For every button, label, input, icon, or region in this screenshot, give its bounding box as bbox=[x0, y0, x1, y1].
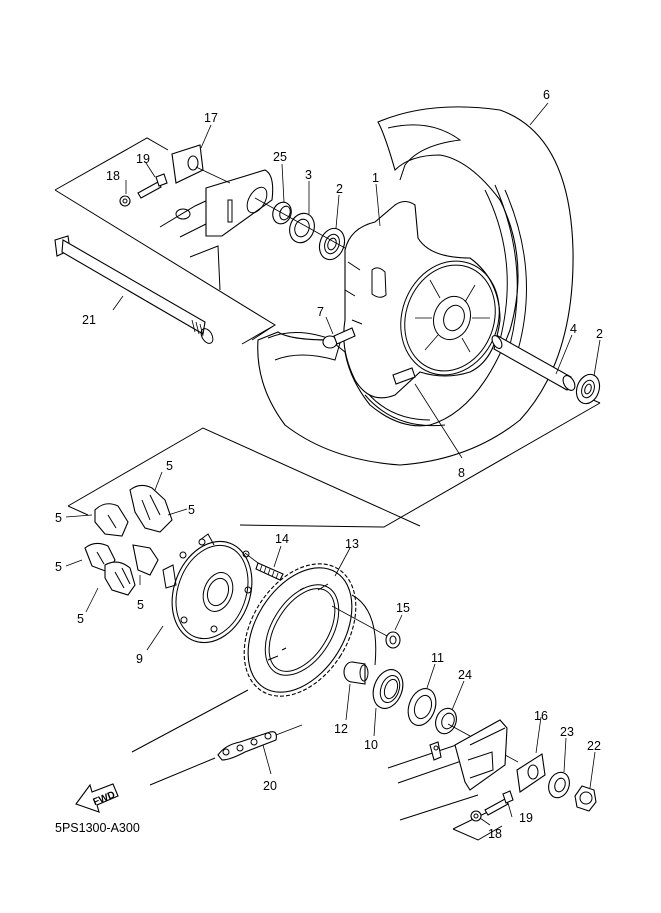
part-7-valve bbox=[322, 327, 356, 349]
part-22-axle-nut bbox=[574, 785, 597, 812]
part-2-bearing-right bbox=[575, 373, 601, 405]
part-6-tire bbox=[257, 106, 574, 466]
part-23-washer bbox=[548, 771, 570, 799]
callout-20: 20 bbox=[263, 779, 277, 793]
part-20-drive-chain bbox=[131, 689, 303, 786]
callout-5f: 5 bbox=[77, 612, 84, 626]
part-16-adjust-block bbox=[516, 753, 546, 793]
callout-1: 1 bbox=[372, 171, 379, 185]
callout-9: 9 bbox=[136, 652, 143, 666]
part-19-bolt-upper bbox=[137, 173, 168, 199]
part-2-bearing-upper bbox=[318, 227, 346, 261]
part-13-sprocket bbox=[243, 563, 357, 697]
callout-15: 15 bbox=[396, 601, 410, 615]
callout-11: 11 bbox=[431, 651, 444, 665]
assembly-guide-arc bbox=[351, 594, 377, 666]
callout-labels: 1 2 2 3 4 5 5 5 5 5 5 6 7 8 9 10 11 12 1… bbox=[55, 88, 603, 841]
part-5-damper-rubbers bbox=[84, 484, 173, 596]
callout-22: 22 bbox=[587, 739, 601, 753]
callout-2-upper: 2 bbox=[336, 182, 343, 196]
leader-lines bbox=[65, 102, 601, 826]
callout-18-upper: 18 bbox=[106, 169, 120, 183]
callout-5c: 5 bbox=[55, 511, 62, 525]
callout-5d: 5 bbox=[55, 560, 62, 574]
part-1-wheel-hub bbox=[343, 200, 501, 399]
part-10-bearing bbox=[372, 669, 404, 709]
part-9-clutch-hub bbox=[162, 533, 253, 644]
callout-14: 14 bbox=[275, 532, 289, 546]
axis-line-upper bbox=[254, 197, 346, 249]
callout-17: 17 bbox=[204, 111, 218, 125]
part-24-collar bbox=[435, 707, 457, 735]
callout-23: 23 bbox=[560, 725, 574, 739]
callout-2-right: 2 bbox=[596, 327, 603, 341]
callout-3: 3 bbox=[305, 168, 312, 182]
callout-7: 7 bbox=[317, 305, 324, 319]
callout-21: 21 bbox=[82, 313, 96, 327]
part-15-nut bbox=[331, 605, 401, 649]
callout-8: 8 bbox=[458, 466, 465, 480]
callout-13: 13 bbox=[345, 537, 359, 551]
part-12-collar bbox=[343, 661, 369, 685]
callout-19-upper: 19 bbox=[136, 152, 150, 166]
callout-12: 12 bbox=[334, 722, 348, 736]
part-11-oil-seal bbox=[407, 688, 437, 726]
upper-group-outline bbox=[54, 137, 276, 345]
part-17-adjust-plate bbox=[171, 144, 231, 184]
part-18-nut-upper bbox=[119, 195, 131, 207]
callout-19-lower: 19 bbox=[519, 811, 533, 825]
part-19-bolt-lower bbox=[484, 790, 514, 816]
part-8-balance-weight bbox=[392, 367, 416, 385]
part-4-collar bbox=[491, 335, 576, 391]
part-21-axle bbox=[54, 235, 214, 344]
damper-group-outline bbox=[67, 427, 421, 527]
fwd-direction-arrow: FWD bbox=[75, 783, 119, 813]
callout-16: 16 bbox=[534, 709, 548, 723]
callout-5b: 5 bbox=[188, 503, 195, 517]
callout-4: 4 bbox=[570, 322, 577, 336]
callout-5a: 5 bbox=[166, 459, 173, 473]
callout-6: 6 bbox=[543, 88, 550, 102]
callout-25: 25 bbox=[273, 150, 287, 164]
callout-5e: 5 bbox=[137, 598, 144, 612]
callout-10: 10 bbox=[364, 738, 378, 752]
callout-18-lower: 18 bbox=[488, 827, 502, 841]
swingarm-left-end bbox=[159, 169, 274, 291]
callout-24: 24 bbox=[458, 668, 472, 682]
drawing-code: 5PS1300-A300 bbox=[55, 821, 140, 835]
swingarm-right-end bbox=[387, 719, 508, 821]
part-18-nut-lower bbox=[470, 810, 482, 822]
